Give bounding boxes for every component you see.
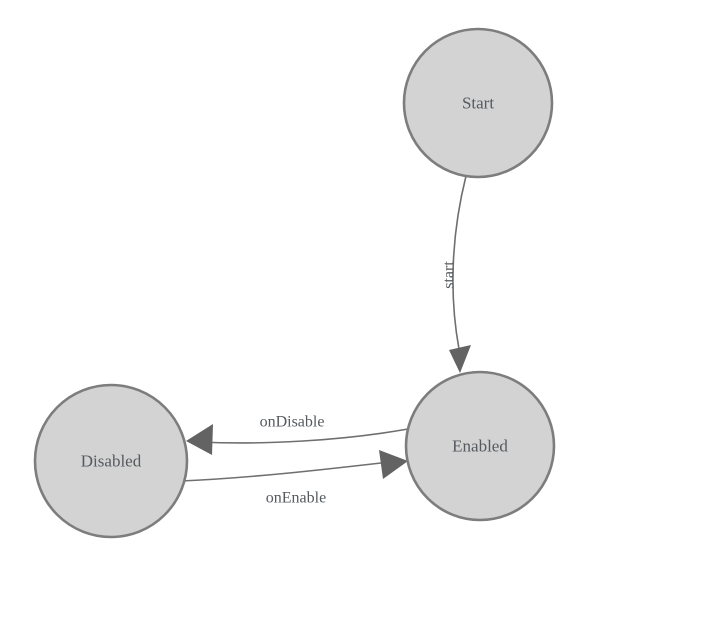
state-node-disabled-circle — [33, 383, 189, 539]
state-node-enabled-circle — [404, 370, 556, 522]
edge-label-on-disable: onDisable — [260, 414, 325, 431]
state-node-enabled-label: Enabled — [452, 437, 508, 456]
edge-enabled-to-disabled-path — [199, 428, 409, 444]
edge-start-to-enabled-arrowhead — [449, 345, 471, 373]
edge-start-to-enabled[interactable] — [449, 175, 471, 373]
state-node-disabled[interactable]: Disabled — [33, 383, 189, 539]
edge-enabled-to-disabled[interactable] — [186, 424, 409, 455]
state-node-start[interactable]: Start — [402, 27, 554, 179]
edge-disabled-to-enabled-arrowhead — [379, 450, 408, 479]
edge-start-to-enabled-path — [452, 175, 467, 350]
edge-disabled-to-enabled-path — [180, 462, 382, 482]
state-node-enabled[interactable]: Enabled — [404, 370, 556, 522]
edge-label-on-enable: onEnable — [266, 490, 326, 507]
edge-label-start: start — [441, 261, 458, 289]
state-node-disabled-label: Disabled — [81, 452, 142, 471]
state-node-start-label: Start — [462, 94, 494, 113]
edge-enabled-to-disabled-arrowhead — [186, 424, 213, 455]
edge-disabled-to-enabled[interactable] — [180, 450, 408, 482]
state-node-start-circle — [402, 27, 554, 179]
